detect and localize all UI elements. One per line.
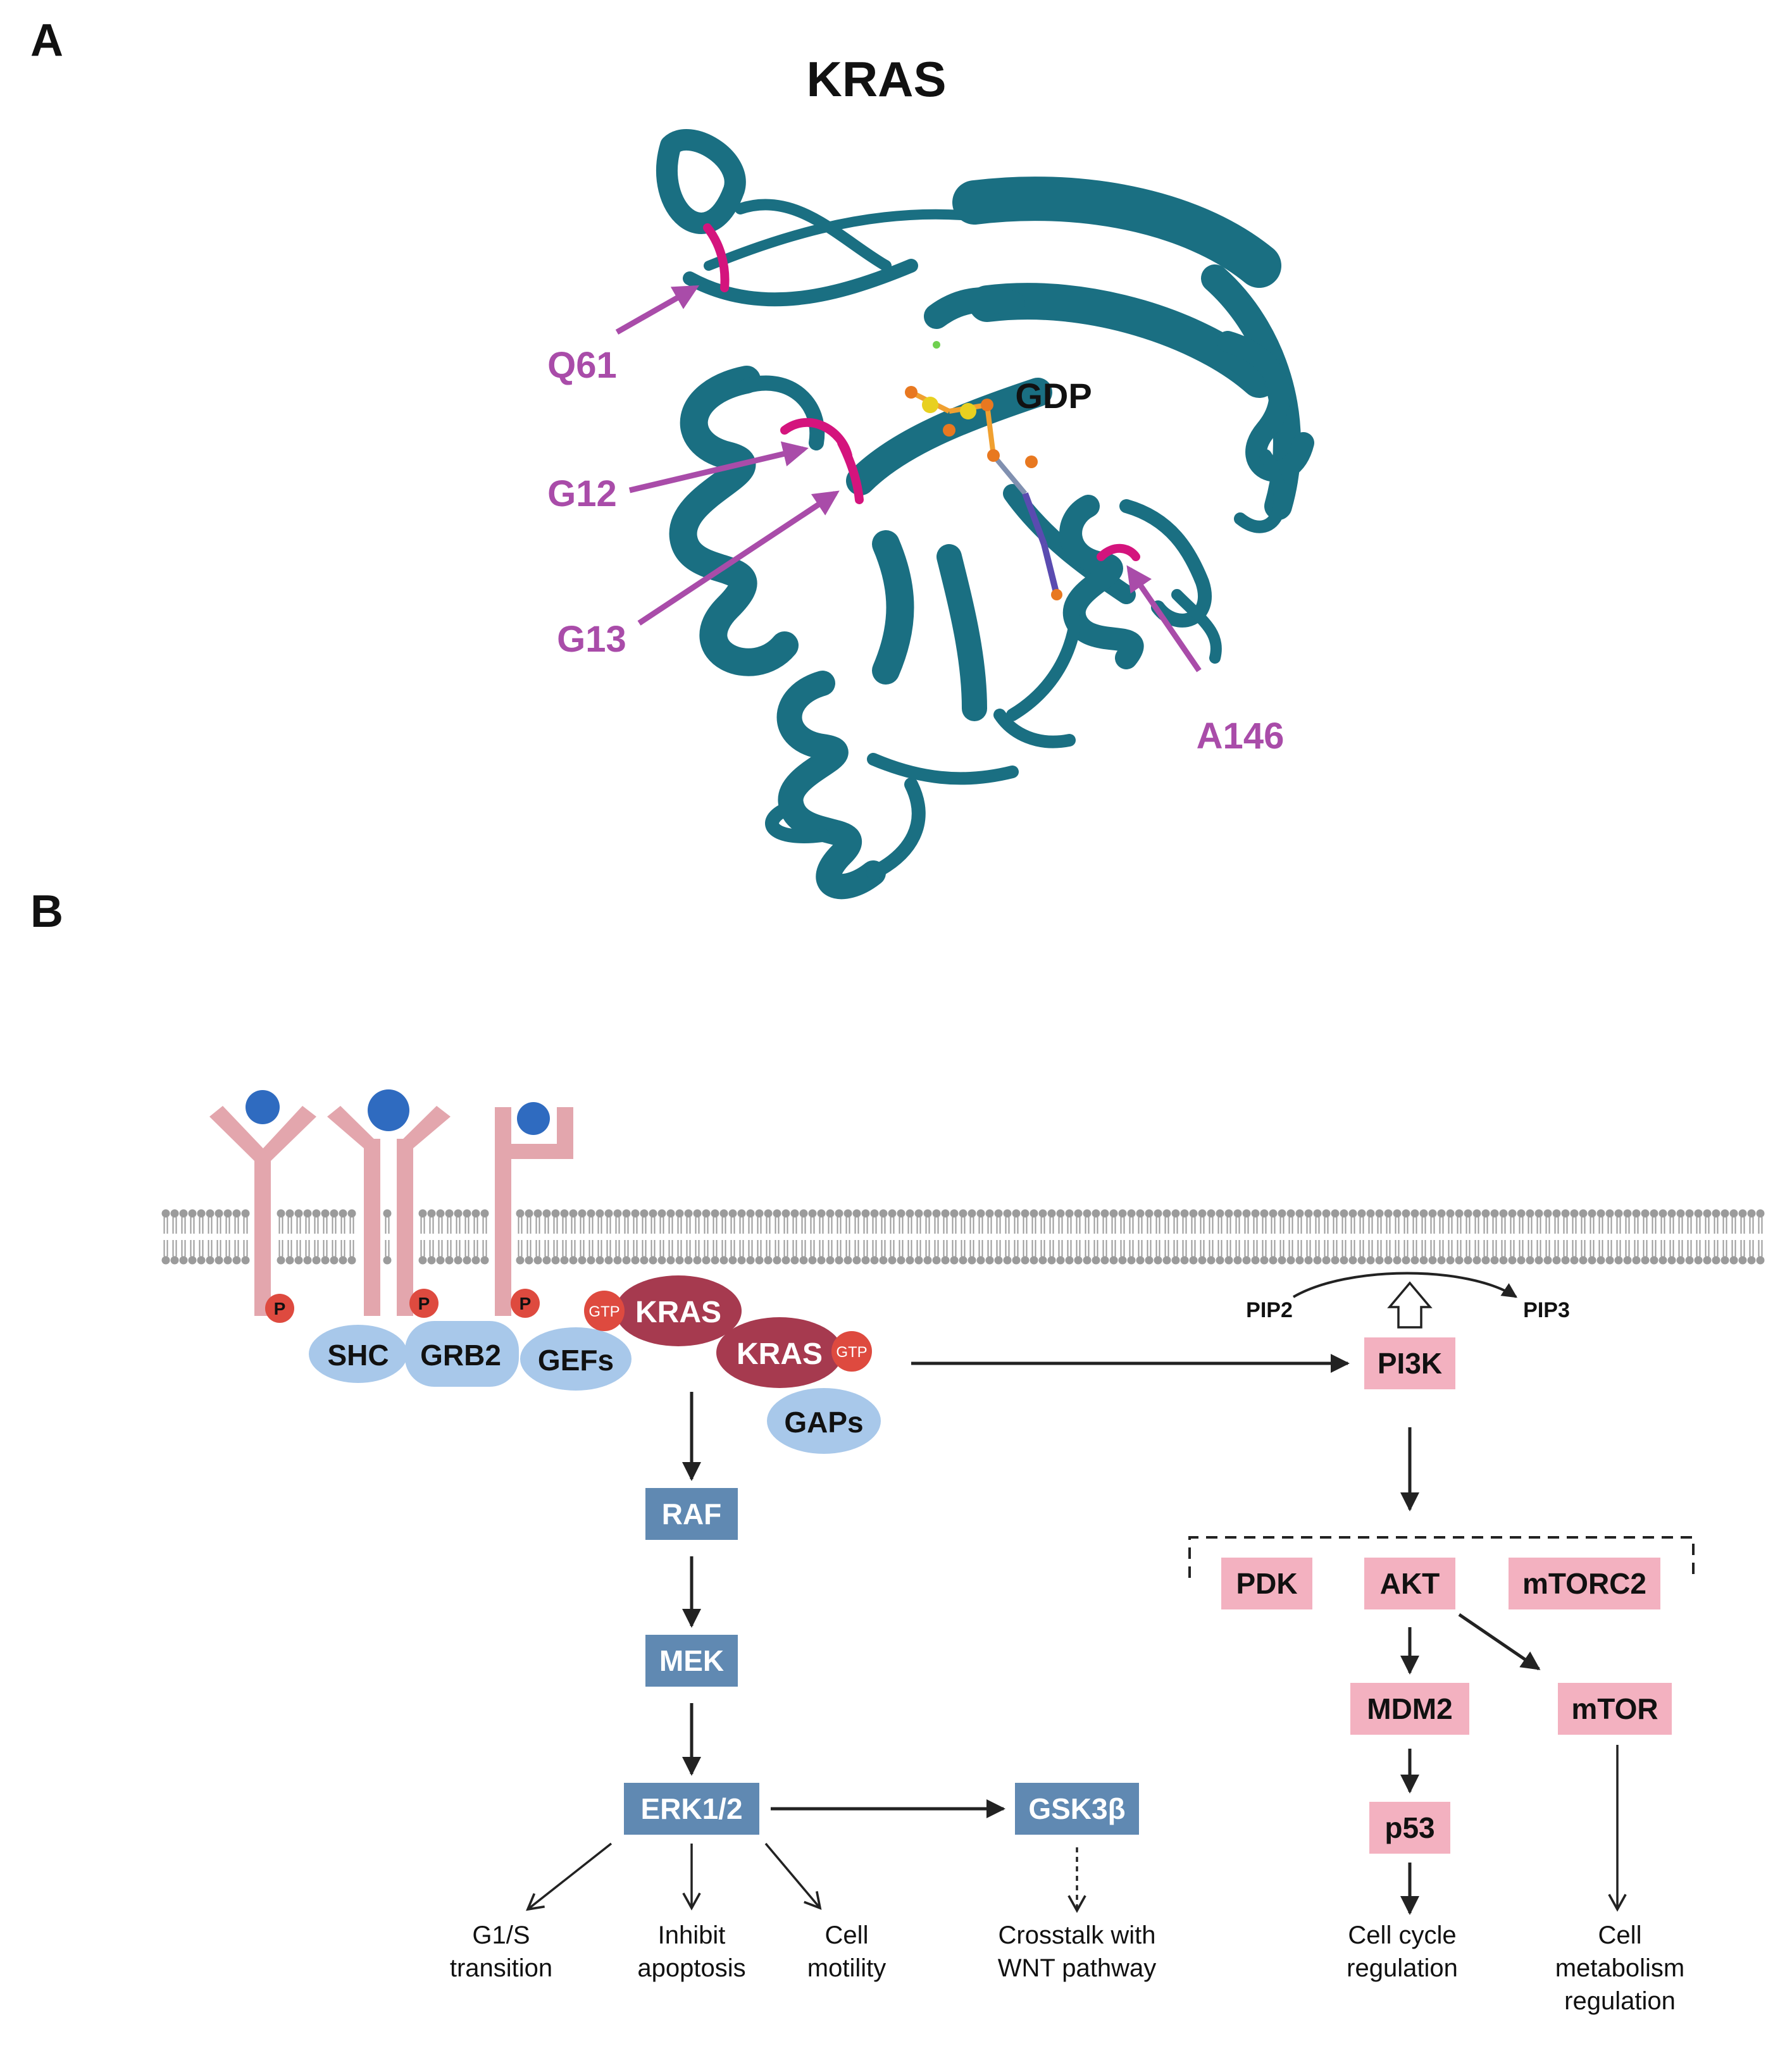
pip2-to-pip3-arc: [1292, 1272, 1518, 1298]
mek-label: MEK: [659, 1644, 724, 1677]
kras-protein-structure: [656, 129, 1314, 900]
receptor-2: [327, 1089, 451, 1316]
pi3k-pathway: PI3K PDK AKT mTORC2 MDM2 mTOR p53: [1221, 1337, 1672, 1854]
gtp-label-2: GTP: [836, 1344, 867, 1361]
metabolism-label-line2: metabolism: [1555, 1954, 1685, 1982]
pi3k-node: [1364, 1337, 1455, 1389]
mtorc2-label: mTORC2: [1522, 1567, 1646, 1600]
gdp-ligand: [905, 341, 1062, 600]
erk-node: [624, 1783, 759, 1835]
q61-arrow: [615, 285, 700, 335]
wnt-label-line1: Crosstalk with: [999, 1921, 1156, 1949]
grb2-label: GRB2: [420, 1339, 501, 1372]
receptor-1: [209, 1090, 316, 1316]
receptor-tyrosine-kinases: [209, 1089, 573, 1316]
mtorc2-node: [1509, 1558, 1660, 1609]
g13-arrow: [637, 490, 840, 626]
mek-node: [645, 1635, 738, 1687]
mutation-callouts: [615, 285, 1202, 673]
pip2-label: PIP2: [1246, 1298, 1293, 1322]
pi3k-conversion-arrow: [1387, 1281, 1433, 1329]
q61-highlight: [703, 223, 730, 292]
cellcycle-label-line2: regulation: [1347, 1954, 1458, 1982]
p53-node: [1369, 1802, 1450, 1854]
cellcycle-label-line1: Cell cycle: [1348, 1921, 1456, 1949]
metabolism-label-line1: Cell: [1598, 1921, 1642, 1949]
panel-a-letter: A: [30, 15, 63, 66]
panel-b-letter: B: [30, 886, 63, 937]
motility-label-line2: motility: [807, 1954, 886, 1982]
apoptosis-label-line2: apoptosis: [637, 1954, 745, 1982]
akt-label: AKT: [1380, 1567, 1440, 1600]
mdm2-node: [1350, 1683, 1469, 1735]
pdk-node: [1221, 1558, 1312, 1609]
ligand-2: [368, 1089, 409, 1131]
kras-active: GTP KRAS: [584, 1275, 742, 1346]
g12-arrow: [628, 441, 809, 493]
shc-node: [309, 1325, 408, 1383]
gtp-badge-2: [831, 1331, 872, 1372]
mtor-node: [1558, 1683, 1672, 1735]
grb2-node: [405, 1321, 519, 1387]
metabolism-label-line3: regulation: [1564, 1987, 1676, 2015]
motility-label-line1: Cell: [825, 1921, 869, 1949]
pi3k-label: PI3K: [1378, 1347, 1442, 1380]
phospho-label-1: P: [274, 1299, 286, 1318]
pi3k-outcomes: Cell cycle regulation Cell metabolism re…: [1347, 1921, 1684, 2015]
gefs-label: GEFs: [538, 1344, 614, 1377]
gaps-node: [767, 1388, 881, 1454]
structure-title: KRAS: [806, 51, 946, 107]
mtor-label: mTOR: [1571, 1692, 1658, 1725]
mdm2-label: MDM2: [1367, 1692, 1452, 1725]
mutation-label-q61: Q61: [547, 345, 617, 386]
raf-label: RAF: [662, 1497, 722, 1530]
pathway-arrows: [682, 1354, 1541, 1915]
mutation-label-g12: G12: [547, 473, 617, 514]
phosphate-groups: P P P: [265, 1289, 540, 1323]
pip3-label: PIP3: [1523, 1298, 1570, 1322]
gtp-badge-1: [584, 1291, 625, 1331]
mutation-label-g13: G13: [557, 619, 626, 660]
raf-node: [645, 1488, 738, 1540]
kras-label-1: KRAS: [635, 1296, 721, 1329]
phospho-label-2: P: [418, 1294, 430, 1313]
mutation-label-a146: A146: [1197, 716, 1285, 757]
ligand-3: [517, 1102, 550, 1135]
erk-label: ERK1/2: [640, 1792, 742, 1825]
gaps-label: GAPs: [784, 1406, 863, 1439]
shc-label: SHC: [327, 1339, 389, 1372]
gdp-label: GDP: [1015, 376, 1092, 416]
gefs-node: [520, 1327, 632, 1391]
p53-label: p53: [1384, 1811, 1434, 1844]
gsk3b-label: GSK3β: [1028, 1792, 1125, 1825]
outcome-arrows: [526, 1745, 1627, 1913]
kras-gap-bound: GTP KRAS: [716, 1317, 872, 1388]
akt-node: [1364, 1558, 1455, 1609]
g1s-label-line2: transition: [450, 1954, 552, 1982]
mapk-outcomes: G1/S transition Inhibit apoptosis Cell m…: [450, 1921, 1156, 1982]
erk-to-motility-arrow: [764, 1842, 822, 1910]
g1s-label-line1: G1/S: [472, 1921, 530, 1949]
gtp-label-1: GTP: [588, 1303, 619, 1320]
a146-arrow: [1126, 565, 1202, 673]
kras-label-2: KRAS: [737, 1337, 823, 1371]
downstream-bracket: [1188, 1536, 1695, 1578]
cell-membrane: [161, 1209, 1765, 1265]
adaptor-complex: [309, 1321, 881, 1454]
apoptosis-label-line1: Inhibit: [658, 1921, 726, 1949]
gsk3b-node: [1015, 1783, 1139, 1835]
receptor-3: [495, 1102, 573, 1316]
mutation-highlights: [703, 223, 1140, 561]
pdk-label: PDK: [1236, 1567, 1297, 1600]
wnt-label-line2: WNT pathway: [998, 1954, 1156, 1982]
a146-highlight: [1097, 543, 1140, 561]
ligand-1: [246, 1090, 280, 1124]
erk-to-g1s-arrow: [526, 1842, 613, 1911]
akt-to-mtor-arrow: [1458, 1613, 1541, 1671]
mapk-pathway: RAF MEK ERK1/2 GSK3β: [624, 1488, 1139, 1835]
g13-highlight: [837, 438, 864, 504]
phospho-label-3: P: [520, 1294, 532, 1313]
